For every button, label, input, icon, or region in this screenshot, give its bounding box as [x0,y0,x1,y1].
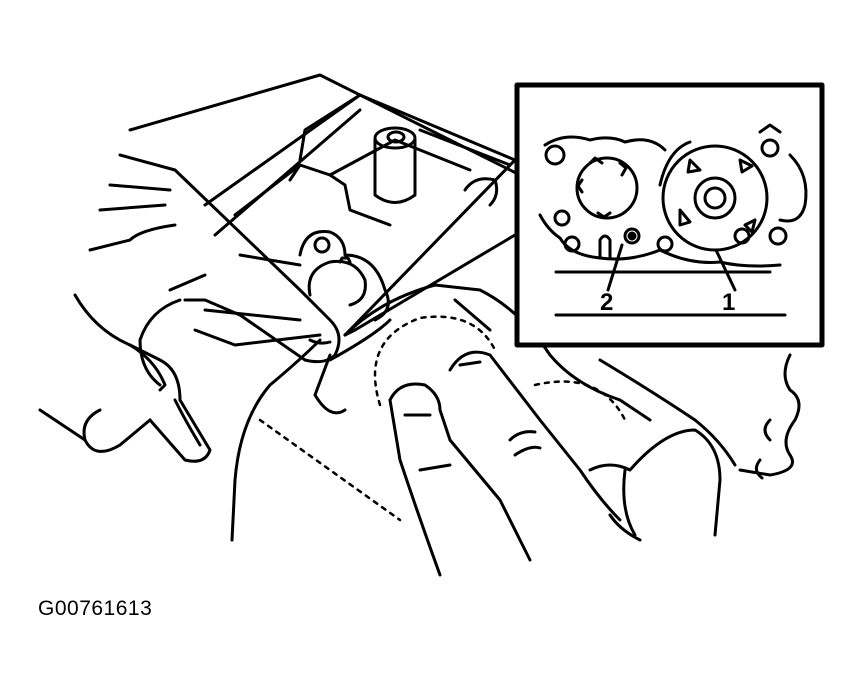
right-hand [388,350,722,577]
inset-panel [514,82,825,348]
pump-housing [298,229,390,322]
cloth [230,283,652,542]
callout-label-1: 1 [722,289,735,316]
seal-outline [258,315,627,522]
engine-block [128,73,522,347]
figure-id-code: G00761613 [38,597,153,620]
engine-right-edge [598,353,801,480]
callout-leader [343,158,517,337]
left-hand [38,153,341,463]
callout-label-2: 2 [600,289,613,316]
bolt-boss [373,126,417,204]
